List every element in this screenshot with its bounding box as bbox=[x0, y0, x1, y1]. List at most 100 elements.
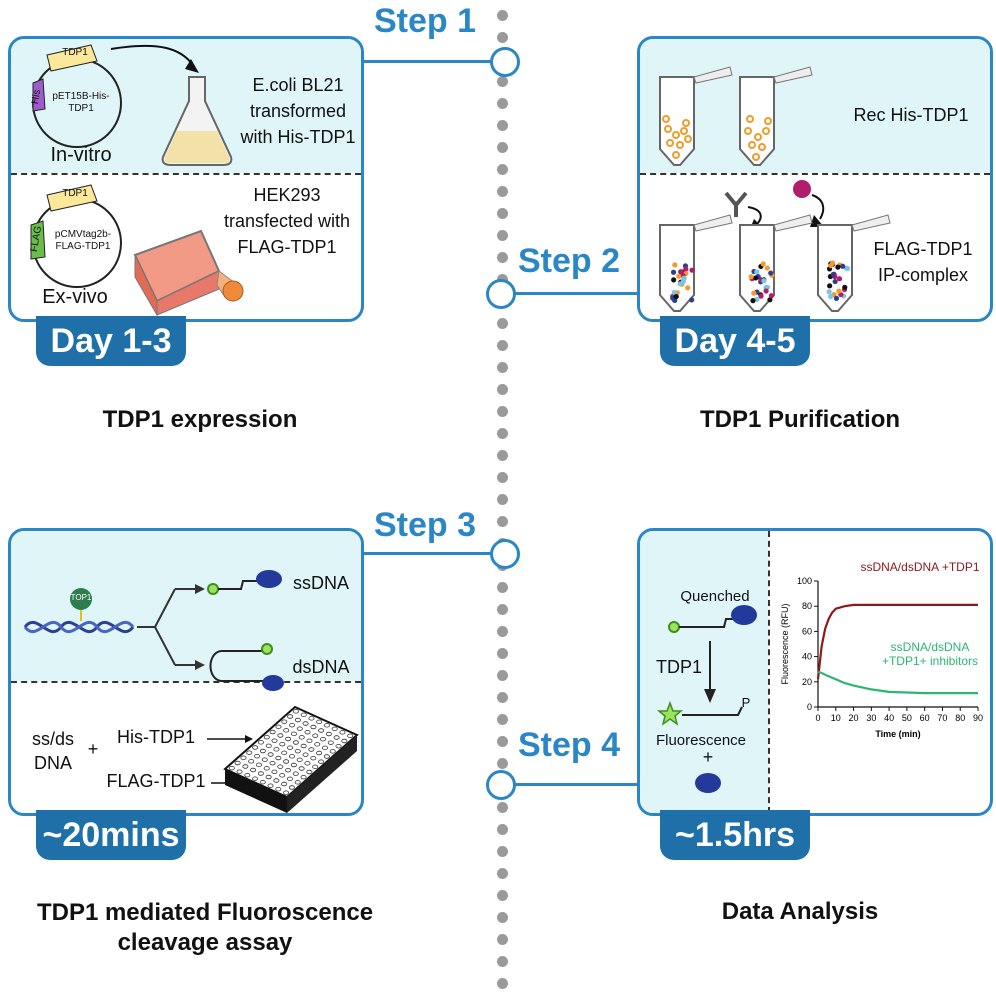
plate-well bbox=[283, 728, 290, 733]
bead bbox=[670, 269, 677, 275]
plate-well bbox=[250, 767, 257, 773]
tdp1-insert-label: TDP1 bbox=[62, 47, 88, 58]
plate-well bbox=[333, 735, 340, 740]
caption-expression: TDP1 expression bbox=[102, 406, 298, 433]
plus-sign-2: + bbox=[702, 747, 714, 767]
timeline-dot bbox=[497, 230, 508, 241]
timeline-dot bbox=[497, 890, 508, 901]
timeline-dot bbox=[497, 868, 508, 879]
timeline-dot bbox=[497, 648, 508, 659]
bead bbox=[830, 271, 836, 278]
timeline-dot bbox=[497, 450, 508, 461]
timeline-dot bbox=[497, 98, 508, 109]
plate-well bbox=[281, 750, 288, 756]
plasmid-1-name: pET15B-His-TDP1 bbox=[52, 91, 110, 114]
tdp1-enzyme-label: TDP1 bbox=[655, 657, 702, 677]
plate-well bbox=[265, 774, 272, 780]
plate-well bbox=[316, 750, 323, 756]
plate-well bbox=[296, 757, 303, 763]
ssds-line-1: ss/ds bbox=[31, 729, 74, 749]
plate-well bbox=[292, 771, 299, 776]
plate-well bbox=[271, 738, 278, 743]
bead bbox=[828, 293, 834, 300]
timeline-dot bbox=[497, 76, 508, 87]
plate-well bbox=[288, 754, 295, 759]
step-3-label: Step 3 bbox=[374, 506, 477, 544]
bead bbox=[842, 284, 848, 290]
plate-well bbox=[275, 786, 282, 792]
dna-substrate-section bbox=[11, 531, 361, 681]
plate-well bbox=[287, 714, 294, 719]
plus-sign: + bbox=[87, 739, 99, 759]
plate-well bbox=[339, 730, 346, 735]
timeline-dot bbox=[497, 428, 508, 439]
quenched-label: Quenched bbox=[680, 588, 750, 605]
plate-well bbox=[242, 764, 249, 769]
plate-well bbox=[271, 769, 278, 775]
plate-well bbox=[300, 712, 307, 718]
plate-well bbox=[306, 738, 313, 744]
series-line-1 bbox=[817, 670, 978, 695]
x-tick-label: 0 bbox=[815, 713, 820, 723]
bead bbox=[836, 276, 843, 282]
hek-line-2: transfected with bbox=[223, 211, 351, 231]
plate-well bbox=[281, 719, 288, 724]
plate-well bbox=[304, 761, 311, 766]
step-3-connector bbox=[357, 552, 492, 555]
plate-well bbox=[279, 773, 286, 778]
plate-well bbox=[300, 774, 307, 780]
plate-well bbox=[296, 726, 303, 731]
bead bbox=[763, 288, 769, 294]
ssdna-label: ssDNA bbox=[292, 573, 349, 593]
plasmid-2-name: pCMVtag2b-FLAG-TDP1 bbox=[54, 229, 112, 252]
timeline-dot bbox=[497, 120, 508, 131]
section-divider bbox=[11, 173, 361, 175]
bead bbox=[673, 293, 679, 300]
timeline-dot bbox=[497, 32, 508, 43]
plate-well bbox=[306, 769, 313, 775]
plate-well bbox=[267, 783, 274, 788]
timeline-dot bbox=[497, 142, 508, 153]
plate-well bbox=[323, 723, 330, 728]
rec-his-tdp1-label: Rec His-TDP1 bbox=[853, 105, 969, 125]
bead bbox=[748, 274, 754, 280]
plate-well bbox=[300, 743, 307, 749]
timeline-dot bbox=[497, 604, 508, 615]
plate-well bbox=[288, 785, 295, 790]
plate-well bbox=[331, 726, 338, 732]
bead bbox=[840, 263, 846, 269]
duration-badge-2: Day 4-5 bbox=[660, 316, 810, 366]
bead bbox=[672, 262, 678, 268]
flag-tdp1-label: FLAG-TDP1 bbox=[106, 771, 206, 791]
bead bbox=[761, 278, 767, 284]
duration-badge-4: ~1.5hrs bbox=[660, 810, 810, 860]
plate-well bbox=[267, 752, 274, 757]
timeline-dot bbox=[497, 252, 508, 263]
plate-well bbox=[335, 743, 342, 749]
y-tick-label: 80 bbox=[802, 601, 812, 611]
x-tick-label: 30 bbox=[866, 713, 876, 723]
dsdna-label: dsDNA bbox=[292, 657, 350, 677]
bead bbox=[754, 296, 760, 302]
plate-well bbox=[277, 764, 284, 769]
plate-well bbox=[273, 778, 280, 783]
timeline-dot bbox=[497, 846, 508, 857]
plate-well bbox=[248, 759, 255, 764]
timeline-dot bbox=[497, 582, 508, 593]
bead bbox=[758, 293, 764, 299]
caption-purification: TDP1 Purification bbox=[699, 406, 901, 433]
panel-cleavage-assay: TOP1 ssDNA dsDNA ss/ds DNA + His-TDP1 FL… bbox=[8, 528, 364, 816]
plate-well bbox=[263, 734, 270, 740]
fluorescence-label: Fluorescence bbox=[655, 732, 747, 749]
reaction-section bbox=[640, 531, 768, 813]
step-4-connector bbox=[512, 783, 637, 786]
plate-well bbox=[285, 736, 292, 742]
y-tick-label: 40 bbox=[802, 652, 812, 662]
timeline-dot bbox=[497, 10, 508, 21]
plate-well bbox=[294, 780, 301, 785]
phosphate-label: P bbox=[741, 695, 751, 710]
timeline-dot bbox=[497, 912, 508, 923]
expression-illustration bbox=[30, 44, 244, 317]
plate-well bbox=[292, 709, 299, 714]
step-4-node bbox=[486, 770, 516, 800]
